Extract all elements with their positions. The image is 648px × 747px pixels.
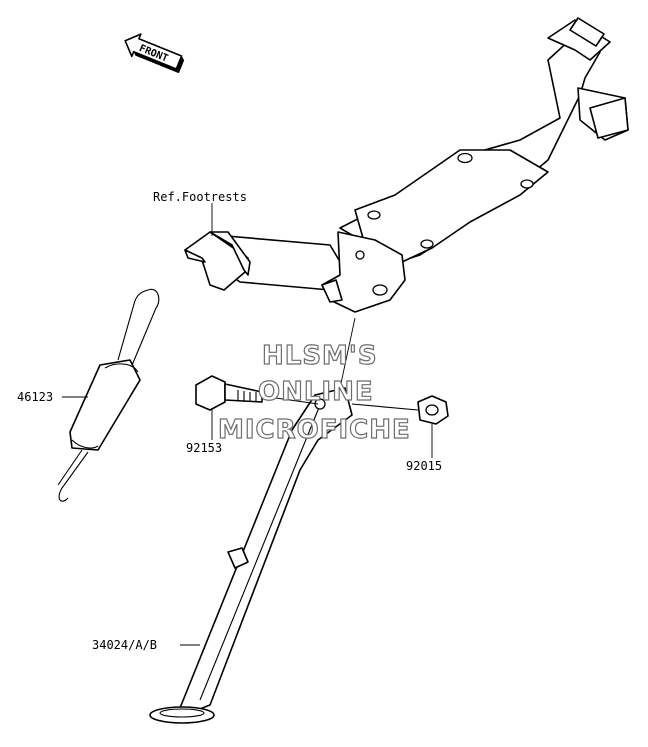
- leader-pivot: [339, 317, 356, 389]
- watermark-line-1: HLSM'S: [262, 341, 378, 371]
- label-92153: 92153: [186, 441, 222, 455]
- spring-part: [57, 288, 160, 502]
- label-46123: 46123: [17, 390, 53, 404]
- frame-bracket: [184, 17, 629, 313]
- side-stand: [149, 387, 353, 724]
- watermark-line-2: ONLINE: [258, 377, 374, 407]
- label-ref-footrests: Ref.Footrests: [153, 190, 247, 204]
- watermark: HLSM'S ONLINE MICROFICHE: [217, 340, 411, 445]
- front-arrow-icon: FRONT: [124, 33, 185, 74]
- bolt-part: [195, 375, 319, 411]
- footrest-bracket: [184, 231, 251, 291]
- watermark-line-3: MICROFICHE: [218, 415, 411, 445]
- label-34024: 34024/A/B: [92, 638, 157, 652]
- nut-part: [351, 395, 449, 425]
- label-92015: 92015: [406, 459, 442, 473]
